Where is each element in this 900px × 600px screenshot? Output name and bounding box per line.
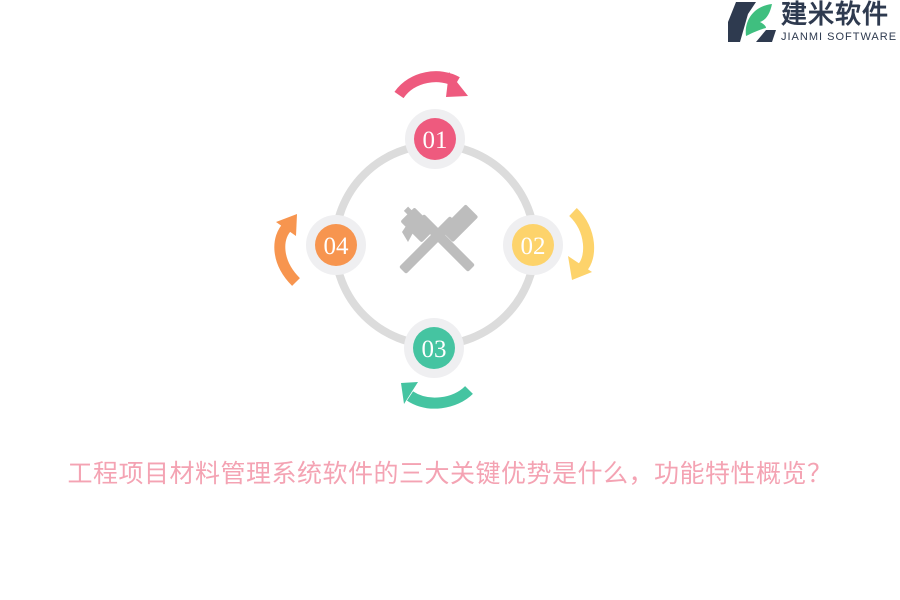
jianmi-logo-icon <box>728 2 776 42</box>
step-label-01: 01 <box>423 127 448 154</box>
step-node-04[interactable]: 04 <box>306 215 366 275</box>
brand-logo: 建米软件 JIANMI SOFTWARE <box>726 0 900 46</box>
brand-name-cn: 建米软件 <box>781 0 890 30</box>
clockwise-arrow-left <box>274 214 301 286</box>
step-node-01[interactable]: 01 <box>405 109 465 169</box>
step-node-02[interactable]: 02 <box>503 215 563 275</box>
step-label-04: 04 <box>324 233 350 260</box>
clockwise-arrow-top <box>394 71 468 99</box>
brand-name-en: JIANMI SOFTWARE <box>781 31 898 43</box>
clockwise-arrow-right <box>568 208 595 280</box>
step-node-03[interactable]: 03 <box>404 318 464 378</box>
step-label-02: 02 <box>521 233 546 260</box>
step-label-03: 03 <box>422 336 447 363</box>
cycle-diagram: 01 02 03 04 <box>274 71 595 409</box>
clockwise-arrow-bottom <box>401 382 473 409</box>
crossed-hammers-icon <box>399 205 478 274</box>
page-title: 工程项目材料管理系统软件的三大关键优势是什么，功能特性概览？ <box>67 459 833 488</box>
